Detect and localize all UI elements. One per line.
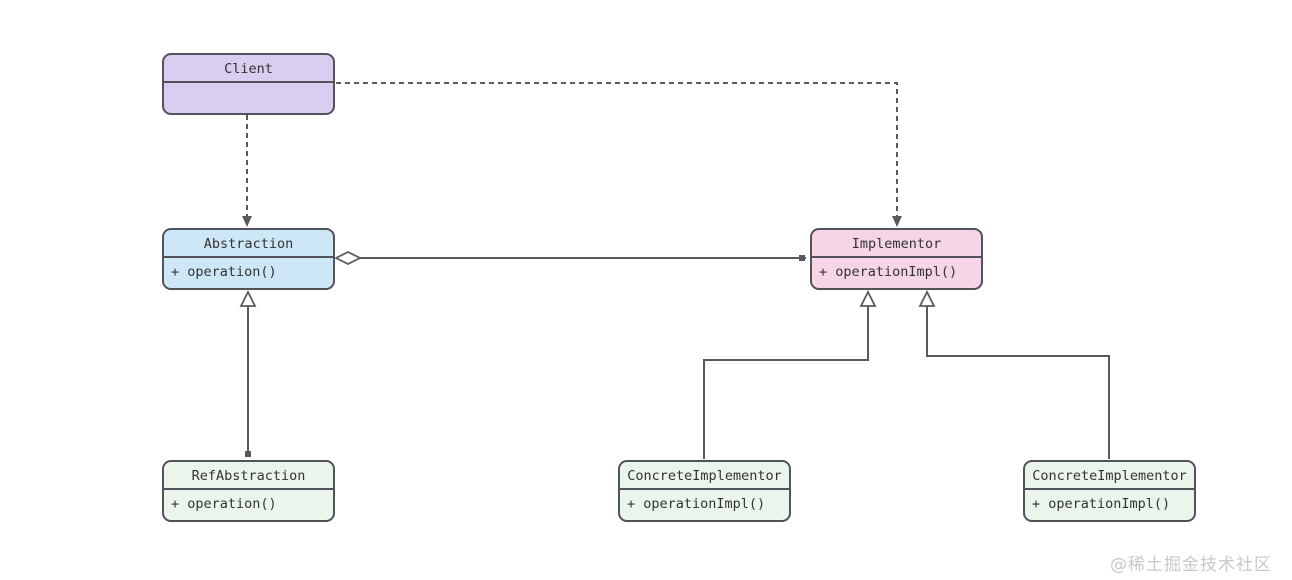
class-method: + operation() xyxy=(171,264,277,280)
hollow-triangle-icon xyxy=(918,289,936,307)
class-members xyxy=(164,83,333,111)
class-members: + operation() xyxy=(164,258,333,286)
class-method: + operation() xyxy=(171,496,277,512)
class-box-refabstraction: RefAbstraction + operation() xyxy=(162,460,335,522)
class-members: + operation() xyxy=(164,490,333,518)
hollow-diamond-icon xyxy=(333,250,363,266)
class-box-client: Client xyxy=(162,53,335,115)
class-name: RefAbstraction xyxy=(164,462,333,490)
class-box-concreteimplementor-2: ConcreteImplementor + operationImpl() xyxy=(1023,460,1196,522)
hollow-triangle-icon xyxy=(239,289,257,307)
filled-arrowhead-icon xyxy=(242,216,252,227)
class-members: + operationImpl() xyxy=(1025,490,1194,518)
watermark-text: @稀土掘金技术社区 xyxy=(1110,555,1272,575)
class-members: + operationImpl() xyxy=(812,258,981,286)
generalization-arrow-concreteimplementor1-to-implementor xyxy=(703,289,877,459)
class-name: Client xyxy=(164,55,333,83)
generalization-arrow-refabstraction-to-abstraction xyxy=(239,289,257,457)
class-box-concreteimplementor-1: ConcreteImplementor + operationImpl() xyxy=(618,460,791,522)
class-name: Abstraction xyxy=(164,230,333,258)
class-method: + operationImpl() xyxy=(819,264,958,280)
class-method: + operationImpl() xyxy=(627,496,766,512)
class-box-implementor: Implementor + operationImpl() xyxy=(810,228,983,290)
aggregation-link-abstraction-to-implementor xyxy=(333,250,806,266)
class-box-abstraction: Abstraction + operation() xyxy=(162,228,335,290)
class-members: + operationImpl() xyxy=(620,490,789,518)
line-endpoint-dot xyxy=(245,451,251,457)
class-name: ConcreteImplementor xyxy=(1025,462,1194,490)
dependency-arrow-client-to-implementor xyxy=(336,82,902,227)
class-method: + operationImpl() xyxy=(1032,496,1171,512)
class-name: ConcreteImplementor xyxy=(620,462,789,490)
hollow-triangle-icon xyxy=(859,289,877,307)
dependency-arrow-client-to-abstraction xyxy=(242,115,252,227)
generalization-arrow-concreteimplementor2-to-implementor xyxy=(918,289,1110,459)
line-endpoint-dot xyxy=(799,255,805,261)
class-name: Implementor xyxy=(812,230,981,258)
filled-arrowhead-icon xyxy=(892,216,902,227)
